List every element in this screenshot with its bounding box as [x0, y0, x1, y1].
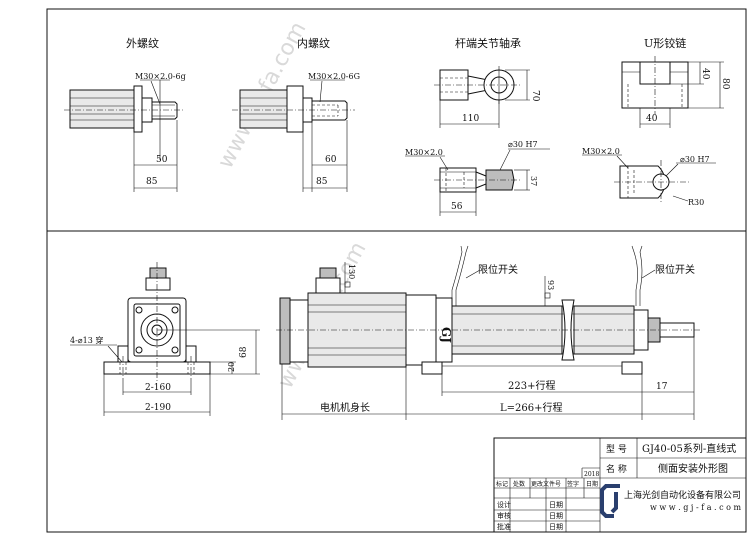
- col-header: 标记: [496, 480, 508, 488]
- dim-68: 68: [239, 346, 249, 358]
- tube-square: 93: [546, 280, 555, 290]
- dim-56: 56: [451, 202, 463, 212]
- model-value: GJ40-05系列-直线式: [642, 442, 736, 455]
- logo: GJ: [439, 327, 453, 343]
- row-label-approve: 批准: [497, 522, 511, 531]
- dim-80: 80: [720, 78, 730, 90]
- dim-motor-length: 电机机身长: [320, 401, 370, 414]
- thread-label: M30×2.0: [405, 148, 443, 157]
- dim-17: 17: [656, 382, 668, 392]
- dim-70: 70: [530, 90, 540, 102]
- dim-2-160: 2-160: [145, 383, 171, 393]
- col-header: 签字: [567, 480, 579, 488]
- row-label-design: 设计: [497, 500, 511, 509]
- thread-label: M30×2.0-6g: [135, 72, 186, 81]
- motor-square: 130: [347, 264, 356, 279]
- thread-label: M30×2.0: [582, 147, 620, 156]
- col-header: 更改文件号: [531, 480, 561, 488]
- radius-label: R30: [688, 198, 704, 207]
- view-title: 外螺纹: [126, 36, 159, 50]
- dim-40-slot: 40: [700, 68, 710, 80]
- col-header: 日期: [586, 480, 598, 488]
- dim-85: 85: [146, 177, 158, 187]
- limit-switch-left: 限位开关: [478, 263, 518, 276]
- rod-end-bearing-view: 杆端关节轴承 70 110 M30×2.0 ⌀30 H7: [405, 36, 550, 216]
- col-header: 处数: [513, 480, 525, 488]
- dim-stroke: 223+行程: [508, 379, 555, 392]
- dim-40-width: 40: [646, 114, 658, 124]
- external-thread-view: 外螺纹 M30×2.0-6g 50 85: [64, 36, 186, 192]
- drawing-frame: [46, 8, 747, 533]
- dim-20: 20: [227, 362, 236, 372]
- company-logo-icon: [600, 484, 620, 518]
- company-website: w w w . g j - f a . c o m: [650, 503, 741, 512]
- dim-60: 60: [325, 155, 337, 165]
- holes-label: 4-⌀13 穿: [70, 335, 103, 345]
- dim-85: 85: [316, 177, 328, 187]
- u-clevis-view: U形铰链 40 80 40 M30×2.0 ⌀30 H7 R30: [582, 36, 730, 207]
- dim-2-190: 2-190: [145, 403, 171, 413]
- row-label-review: 审核: [497, 511, 511, 520]
- row-date-review: 日期: [549, 512, 563, 520]
- view-title: 内螺纹: [297, 36, 330, 50]
- dim-37: 37: [529, 176, 538, 186]
- dim-50: 50: [156, 155, 168, 165]
- dim-110: 110: [462, 114, 479, 124]
- view-title: U形铰链: [644, 36, 686, 50]
- front-end-view: 4-⌀13 穿 2-160 2-190 68 20: [70, 262, 260, 416]
- dim-total-length: L=266+行程: [500, 401, 563, 414]
- name-label: 名 称: [606, 463, 627, 475]
- company-name: 上海光剑自动化设备有限公司: [624, 489, 741, 501]
- view-title: 杆端关节轴承: [455, 36, 521, 50]
- model-label: 型 号: [606, 444, 627, 455]
- row-date-approve: 日期: [549, 523, 563, 531]
- internal-thread-view: 内螺纹 M30×2.0-6G 60 85: [232, 36, 360, 192]
- row-date-design: 日期: [549, 501, 563, 509]
- bore-label: ⌀30 H7: [508, 140, 538, 149]
- side-view: GJ 限位开关 限位开关 130 93: [276, 245, 700, 420]
- thread-label: M30×2.0-6G: [308, 72, 360, 81]
- title-block: 型 号 GJ40-05系列-直线式 名 称 侧面安装外形图 2018 标记 处数…: [493, 437, 747, 533]
- year: 2018: [584, 471, 599, 478]
- name-value: 侧面安装外形图: [658, 462, 728, 475]
- bore-label: ⌀30 H7: [680, 155, 710, 164]
- limit-switch-right: 限位开关: [655, 263, 695, 276]
